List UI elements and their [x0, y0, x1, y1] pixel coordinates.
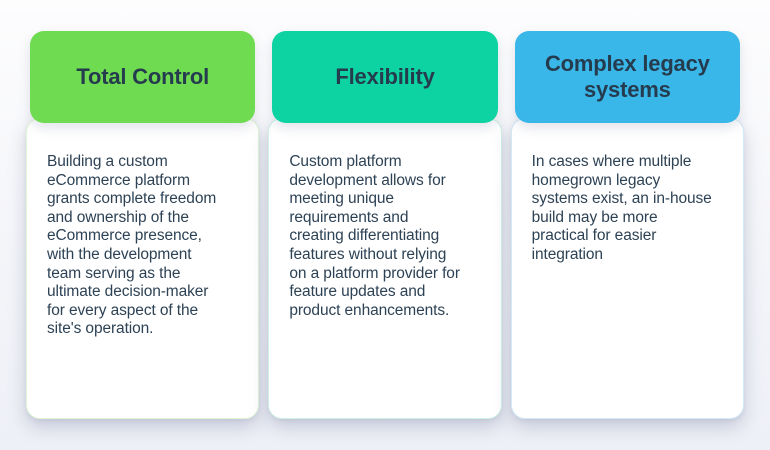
card-body-text: Building a custom eCommerce platform gra… [47, 153, 217, 338]
card-header: Flexibility [272, 31, 498, 123]
card-body-text: In cases where multiple homegrown legacy… [531, 153, 712, 263]
card-title: Total Control [76, 64, 209, 89]
card-grid: Total Control Building a custom eCommerc… [26, 31, 744, 419]
card-header: Total Control [30, 31, 256, 123]
card-body: Building a custom eCommerce platform gra… [26, 118, 260, 419]
card-header: Complex legacy systems [514, 31, 740, 123]
card-total-control: Total Control Building a custom eCommerc… [26, 31, 260, 419]
card-body-text: Custom platform development allows for m… [289, 153, 460, 319]
card-title: Complex legacy systems [544, 51, 710, 102]
card-title: Flexibility [335, 64, 435, 89]
card-body: Custom platform development allows for m… [268, 118, 502, 419]
card-complex-legacy-systems: Complex legacy systems In cases where mu… [510, 31, 744, 419]
card-body: In cases where multiple homegrown legacy… [510, 118, 744, 419]
card-flexibility: Flexibility Custom platform development … [268, 31, 502, 419]
